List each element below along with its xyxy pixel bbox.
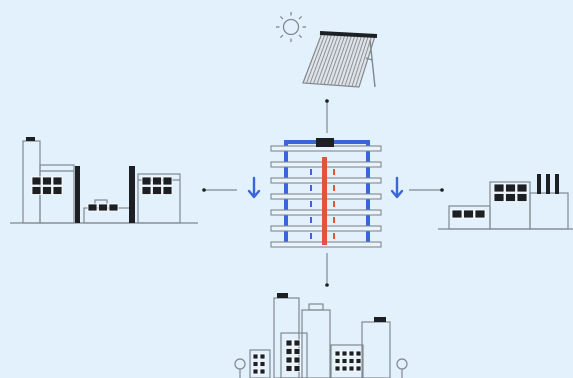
window xyxy=(252,353,259,360)
window xyxy=(141,186,152,195)
flow-marker xyxy=(310,217,312,223)
panel-tube xyxy=(323,33,343,85)
window xyxy=(87,203,98,212)
window xyxy=(285,339,293,347)
window xyxy=(52,186,63,195)
window xyxy=(451,209,463,219)
window xyxy=(348,358,355,364)
panel-tube xyxy=(309,33,330,84)
connector-lines xyxy=(205,102,441,283)
panel-tube xyxy=(327,34,346,85)
hot-pipe xyxy=(322,157,327,245)
panel-tube xyxy=(344,35,363,87)
panel-tube xyxy=(316,33,336,85)
window xyxy=(98,203,108,212)
solar-collector-icon xyxy=(302,31,378,88)
window xyxy=(152,176,162,186)
window xyxy=(341,358,348,364)
flow-marker xyxy=(310,169,312,175)
flow-marker xyxy=(310,201,312,207)
window xyxy=(355,358,362,364)
flow-marker xyxy=(333,233,335,239)
city-buildings-icon xyxy=(234,293,408,378)
window xyxy=(162,176,173,186)
panel-tube xyxy=(334,34,353,86)
window xyxy=(285,365,293,372)
window xyxy=(141,176,152,186)
storage-cap xyxy=(316,138,334,147)
window xyxy=(334,358,341,364)
window xyxy=(474,209,486,219)
sun-icon xyxy=(276,12,306,42)
window xyxy=(162,186,173,195)
panel-tube xyxy=(330,34,349,86)
building-windows xyxy=(31,176,528,375)
flow-marker xyxy=(333,169,335,175)
window xyxy=(493,193,505,202)
window xyxy=(348,350,355,357)
flow-marker xyxy=(333,217,335,223)
window xyxy=(285,348,293,355)
window xyxy=(259,368,266,375)
flow-marker xyxy=(333,185,335,191)
window xyxy=(463,209,474,219)
panel-tube xyxy=(341,34,359,86)
window xyxy=(52,176,63,186)
connector-dots xyxy=(202,99,444,287)
panel-tube xyxy=(313,33,333,84)
window xyxy=(42,176,52,186)
window xyxy=(516,193,528,202)
window xyxy=(341,350,348,357)
panel-tube xyxy=(320,33,340,85)
window xyxy=(293,365,301,372)
window xyxy=(493,183,505,193)
window xyxy=(108,203,119,212)
flow-marker xyxy=(333,201,335,207)
window xyxy=(31,186,42,195)
arrow-down-icon xyxy=(247,176,261,199)
window xyxy=(252,368,259,375)
window xyxy=(334,350,341,357)
window xyxy=(259,361,266,367)
factory-icon xyxy=(438,174,573,230)
panel-tube xyxy=(337,34,356,86)
flow-marker xyxy=(310,233,312,239)
window xyxy=(293,339,301,347)
window xyxy=(252,361,259,367)
window xyxy=(505,193,516,202)
window xyxy=(42,186,52,195)
window xyxy=(341,365,348,372)
panel-tube xyxy=(306,33,326,84)
window xyxy=(31,176,42,186)
window xyxy=(516,183,528,193)
window xyxy=(355,350,362,357)
panel-tube xyxy=(351,35,369,87)
panel-tube xyxy=(355,35,373,87)
window xyxy=(348,365,355,372)
window xyxy=(293,356,301,364)
window xyxy=(505,183,516,193)
window xyxy=(334,365,341,372)
window xyxy=(152,186,162,195)
panel-tube xyxy=(348,35,366,87)
window xyxy=(293,348,301,355)
window xyxy=(259,353,266,360)
arrow-down-icon xyxy=(390,176,404,199)
flow-marker xyxy=(310,185,312,191)
window xyxy=(355,365,362,372)
thermal-storage-stack-icon xyxy=(270,138,382,248)
window xyxy=(285,356,293,364)
